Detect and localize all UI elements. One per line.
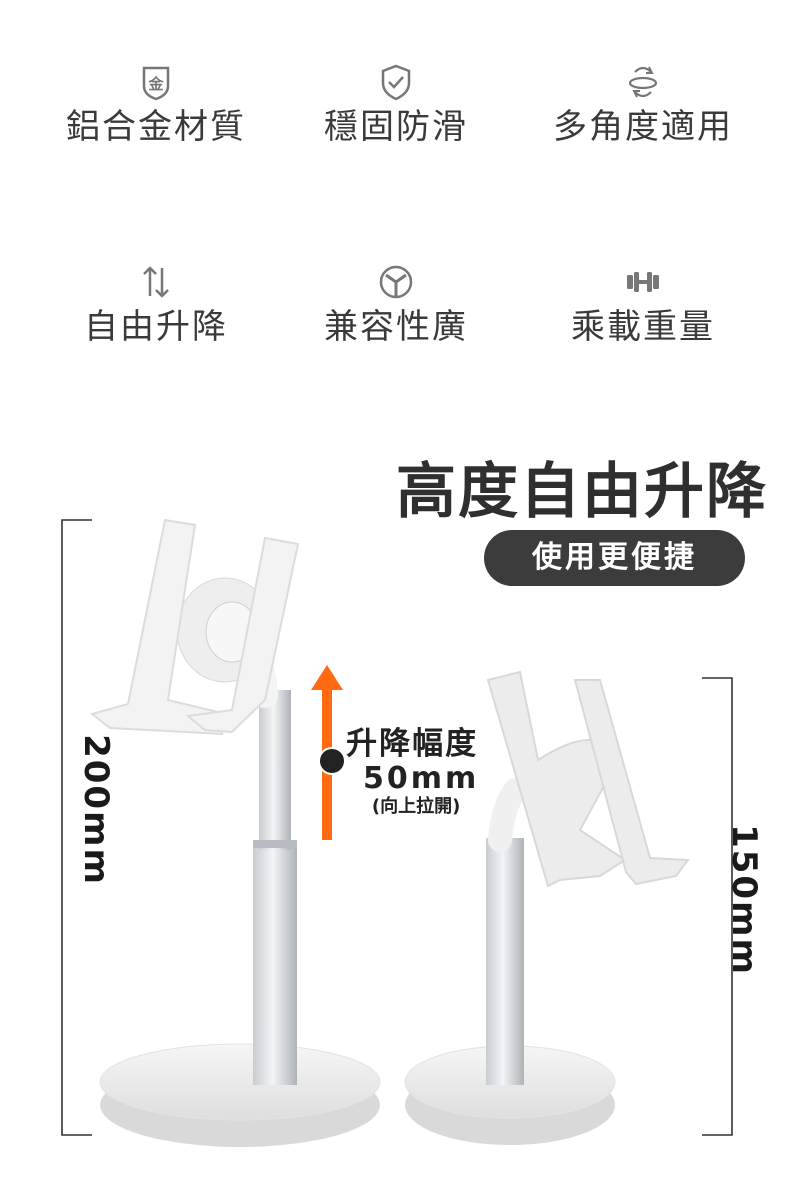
subtitle-badge: 使用更便捷	[484, 530, 745, 586]
feature-aluminum: 金 鋁合金材質	[46, 62, 266, 150]
feature-lift: 自由升降	[46, 262, 266, 350]
stand-extended	[89, 518, 381, 1147]
lift-range-label: 升降幅度 50mm (向上拉開)	[345, 725, 479, 819]
feature-label: 穩固防滑	[324, 107, 468, 147]
feature-multi-angle: 多角度適用	[533, 62, 753, 150]
feature-load: 乘載重量	[533, 262, 753, 350]
up-down-arrows-icon	[143, 266, 169, 298]
dimension-left-label: 200mm	[75, 734, 116, 886]
lift-title: 升降幅度	[346, 726, 479, 762]
compatibility-icon	[379, 265, 413, 299]
feature-stable: 穩固防滑	[286, 62, 506, 150]
dimension-bracket-left	[61, 519, 92, 1136]
badge-char: 金	[147, 75, 164, 93]
page-title: 高度自由升降	[396, 457, 768, 527]
shield-check-icon	[381, 64, 411, 101]
feature-compatible: 兼容性廣	[286, 262, 506, 350]
dimension-right-label: 150mm	[723, 824, 764, 976]
feature-label: 兼容性廣	[324, 307, 468, 347]
feature-label: 乘載重量	[571, 307, 715, 347]
feature-label: 鋁合金材質	[66, 107, 246, 147]
lift-arrow	[311, 665, 346, 840]
feature-label: 自由升降	[84, 307, 228, 347]
dumbbell-icon	[627, 272, 659, 292]
stand-collapsed	[404, 670, 690, 1145]
rotate-arrows-icon	[628, 66, 658, 98]
metal-badge-icon: 金	[142, 66, 170, 101]
lift-note: (向上拉開)	[371, 796, 461, 817]
feature-label: 多角度適用	[553, 107, 733, 147]
lift-value: 50mm	[363, 761, 480, 796]
dimension-bracket-right	[702, 677, 733, 1136]
